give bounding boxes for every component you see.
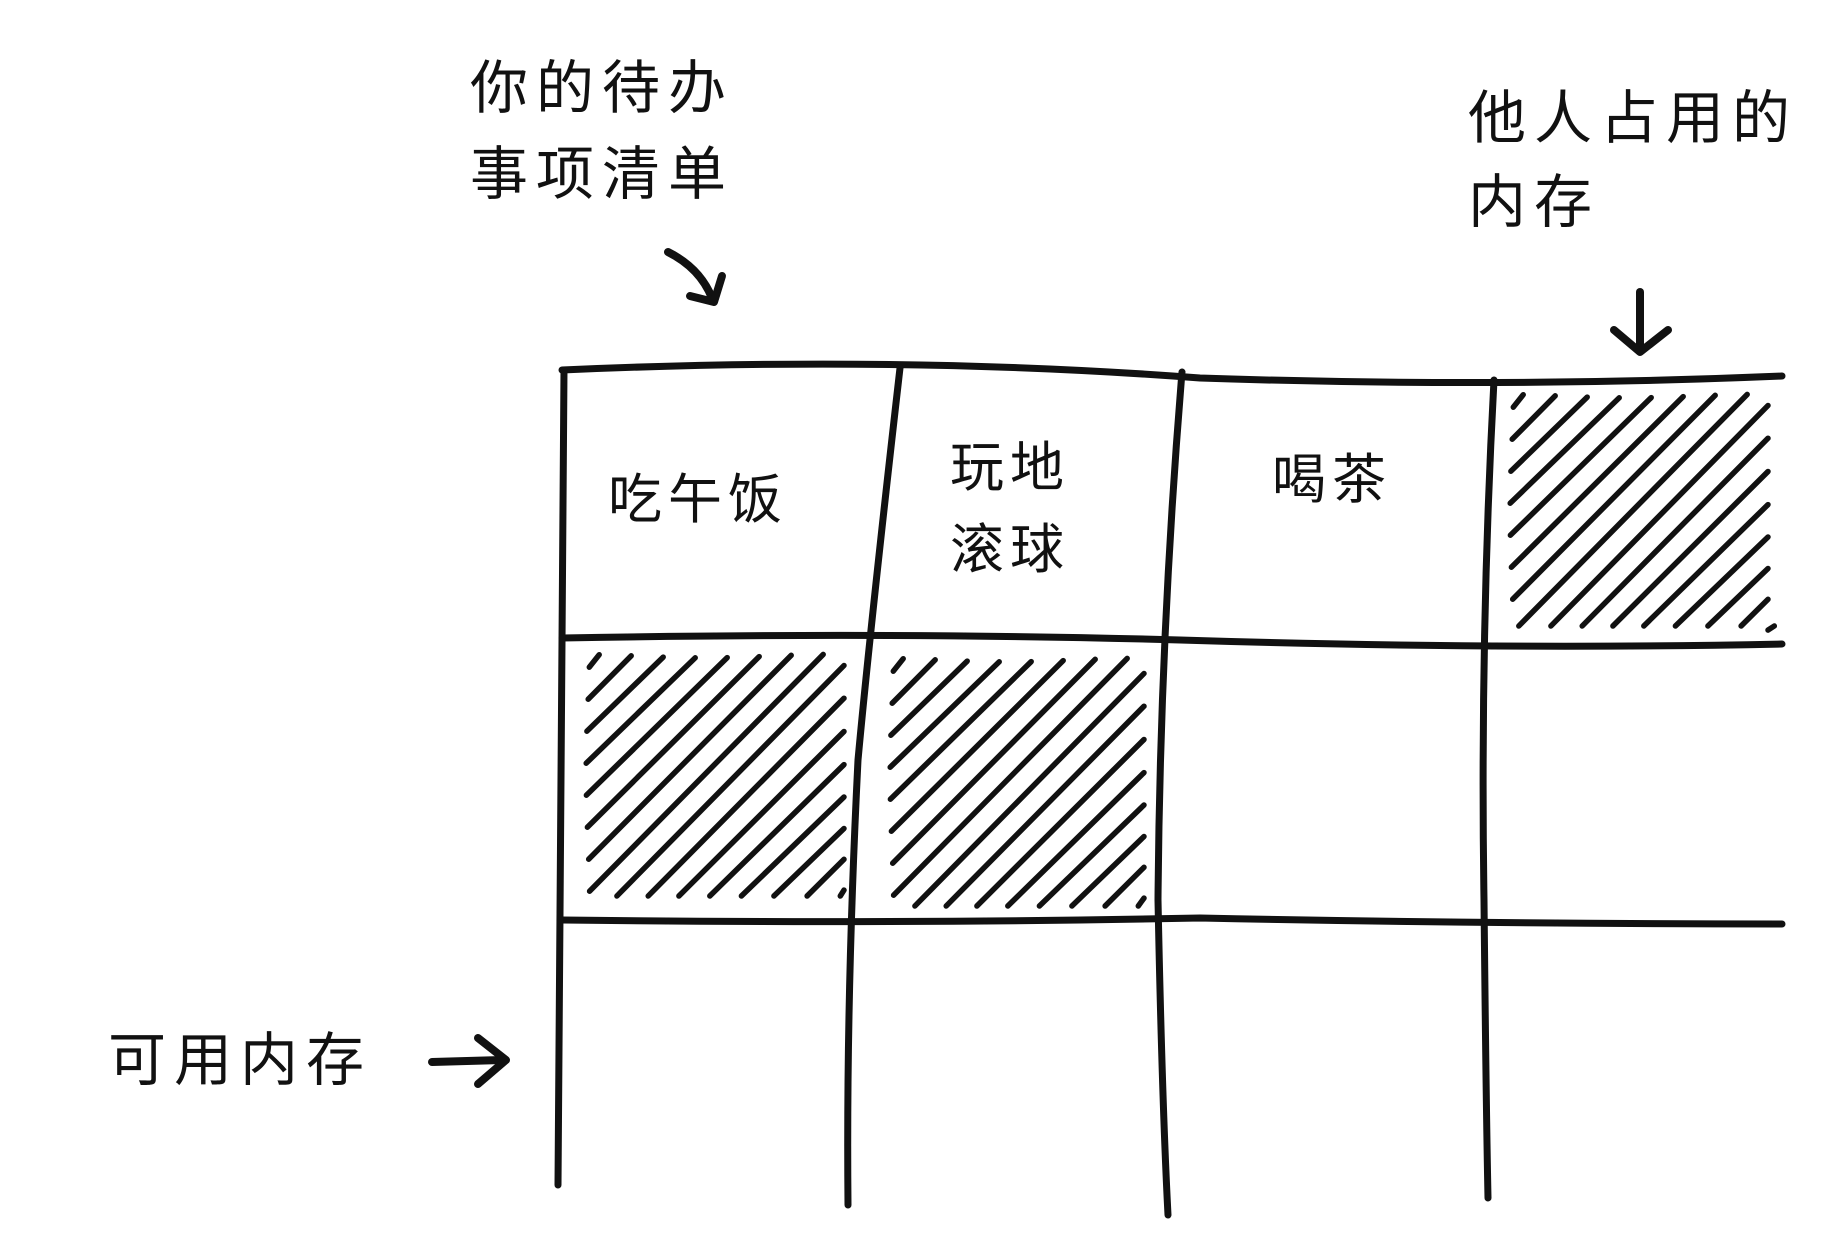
hatch-line	[1641, 501, 1771, 629]
annotation-free-memory: 可用内存	[108, 1026, 372, 1094]
hatch-line	[1516, 391, 1750, 629]
hatch-line	[1610, 468, 1771, 629]
hatch-line	[1579, 435, 1771, 629]
hatch-line	[1510, 391, 1526, 410]
hatch-line	[943, 703, 1147, 909]
hatch-line	[912, 670, 1147, 909]
grid-col2-line	[1154, 368, 1186, 1219]
hatch-line	[887, 659, 1002, 770]
hatch-line	[1738, 596, 1771, 629]
hatch-line	[888, 658, 970, 738]
hatch-line	[583, 654, 730, 798]
hatch-line	[585, 653, 634, 702]
grid-row1-line	[558, 631, 1786, 650]
hatch-line	[771, 825, 847, 899]
hatch-line	[584, 653, 762, 830]
hatch-line	[974, 736, 1147, 909]
hatch-line	[889, 657, 938, 706]
hatch-line	[837, 887, 847, 899]
hatch-line	[887, 658, 1034, 802]
hatch-line	[584, 654, 666, 734]
hatch-line	[1509, 393, 1558, 442]
hatch-line	[645, 695, 847, 899]
hatch-line	[1069, 833, 1147, 909]
cell-text-lunch: 吃午饭	[608, 468, 788, 531]
grid-row2-line	[558, 914, 1786, 928]
hatch-line	[1507, 394, 1654, 538]
hatch-line	[1036, 802, 1147, 909]
hatch-line	[1508, 394, 1590, 474]
hatch-line	[676, 728, 847, 899]
grid-lines	[554, 360, 1786, 1219]
grid-col0-line	[554, 366, 568, 1189]
annotation-occupied-line2: 内存	[1468, 168, 1600, 236]
todo-arrow-icon	[664, 248, 726, 306]
grid-col3-line	[1479, 376, 1498, 1202]
annotation-occupied-line1: 他人占用的	[1468, 84, 1798, 152]
hatch-line	[586, 651, 826, 894]
grid-top-line	[558, 360, 1786, 387]
hatch-line	[890, 655, 906, 674]
hatch-line	[1548, 402, 1771, 629]
hatch-line	[585, 652, 794, 862]
cell-text-tea: 喝茶	[1272, 448, 1392, 511]
occupied-cell-r1c1	[887, 655, 1147, 909]
cell-text-bowling-line1: 玩地	[950, 436, 1070, 499]
hatch-line	[1102, 864, 1147, 909]
hatch-line	[614, 662, 847, 899]
hatch-line	[1508, 393, 1686, 570]
free-memory-arrow-icon	[428, 1034, 510, 1088]
hatch-line	[1507, 395, 1622, 506]
hatch-line	[1509, 392, 1718, 602]
hatch-line	[583, 655, 698, 766]
hatch-line	[890, 655, 1130, 898]
occupied-cell-r1c0	[583, 651, 847, 899]
annotation-todo-line1: 你的待办	[470, 54, 734, 122]
hatch-line	[804, 856, 847, 899]
hatch-line	[1135, 895, 1147, 909]
annotation-todo-line2: 事项清单	[470, 140, 734, 208]
hatch-line	[1672, 534, 1771, 629]
hatch-line	[707, 761, 847, 899]
occupied-cell-r0c3	[1507, 391, 1778, 633]
hatch-line	[888, 657, 1066, 834]
hatch-line	[1005, 769, 1147, 909]
occupied-arrow-icon	[1610, 288, 1672, 356]
hatch-line	[738, 794, 847, 899]
hatch-line	[1705, 565, 1771, 629]
grid-col1-line	[844, 364, 904, 1209]
hatch-line	[889, 656, 1098, 866]
hatch-line	[1765, 623, 1778, 633]
cell-text-bowling-line2: 滚球	[950, 518, 1070, 581]
hatch-line	[586, 651, 602, 670]
